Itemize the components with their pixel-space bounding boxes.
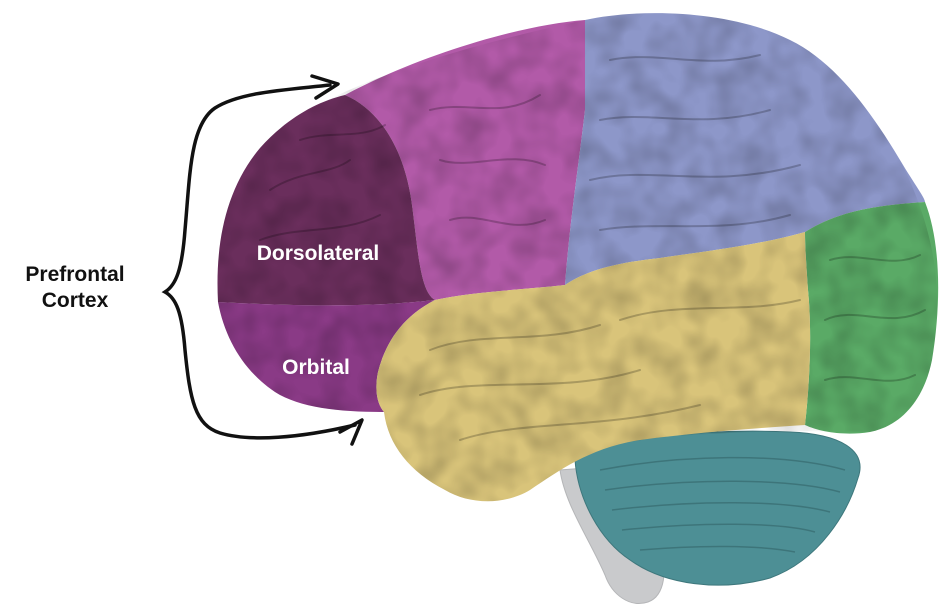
orbital-label: Orbital bbox=[282, 356, 350, 379]
arrow-head-icon-bottom bbox=[340, 420, 362, 444]
dorsolateral-label: Dorsolateral bbox=[257, 242, 380, 265]
